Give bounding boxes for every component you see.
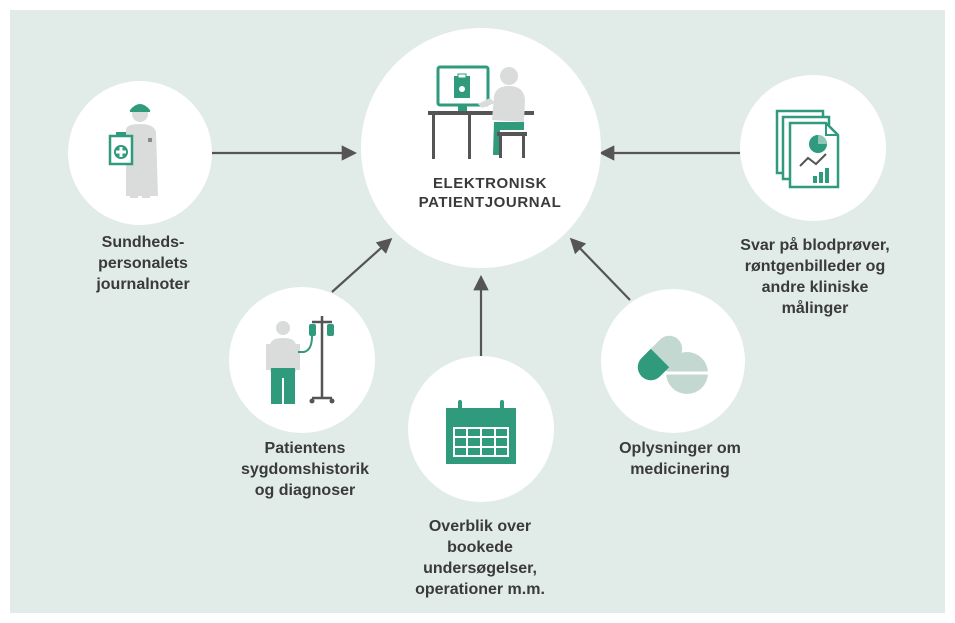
arrow-medication-to-center xyxy=(569,237,631,301)
patient-iv-drip-icon xyxy=(266,316,335,404)
label-line: personalets xyxy=(98,255,188,272)
label-line: Overblik over xyxy=(428,518,532,535)
history-circle xyxy=(229,287,375,433)
calendar-icon xyxy=(446,400,516,464)
center-title: ELEKTRONISK PATIENTJOURNAL xyxy=(395,174,585,212)
label-line: målinger xyxy=(781,300,849,317)
pills-icon xyxy=(637,335,708,394)
center-circle xyxy=(361,28,601,268)
label-line: Patientens xyxy=(264,440,346,457)
label-line: sygdomshistorik xyxy=(240,461,370,478)
label-line: andre kliniske xyxy=(761,279,869,296)
connector-arrows xyxy=(210,145,740,356)
label-line: operationer m.m. xyxy=(415,581,545,598)
label-line: røntgenbilleder og xyxy=(744,258,886,275)
label-line: Svar på blodprøver, xyxy=(740,237,890,254)
label-line: undersøgelser, xyxy=(423,560,537,577)
center-title-line-1: ELEKTRONISK xyxy=(432,175,548,192)
center-title-line-2: PATIENTJOURNAL xyxy=(418,194,562,211)
nurse-clipboard-icon xyxy=(108,104,158,198)
label-line: Sundheds- xyxy=(101,234,185,251)
computer-workstation-icon xyxy=(428,65,534,159)
label-line: Oplysninger om xyxy=(619,440,741,457)
label-medical-history: Patientens sygdomshistorik og diagnoser xyxy=(220,438,390,501)
arrow-history-to-center xyxy=(331,237,393,293)
label-line: medicinering xyxy=(630,461,730,478)
label-journal-notes: Sundheds- personalets journalnoter xyxy=(58,232,228,295)
label-line: journalnoter xyxy=(96,276,190,293)
label-test-results: Svar på blodprøver, røntgenbilleder og a… xyxy=(705,235,925,319)
label-line: bookede xyxy=(447,539,513,556)
label-bookings: Overblik over bookede undersøgelser, ope… xyxy=(390,516,570,600)
report-documents-icon xyxy=(775,109,840,189)
label-medication: Oplysninger om medicinering xyxy=(590,438,770,480)
label-line: og diagnoser xyxy=(254,482,356,499)
